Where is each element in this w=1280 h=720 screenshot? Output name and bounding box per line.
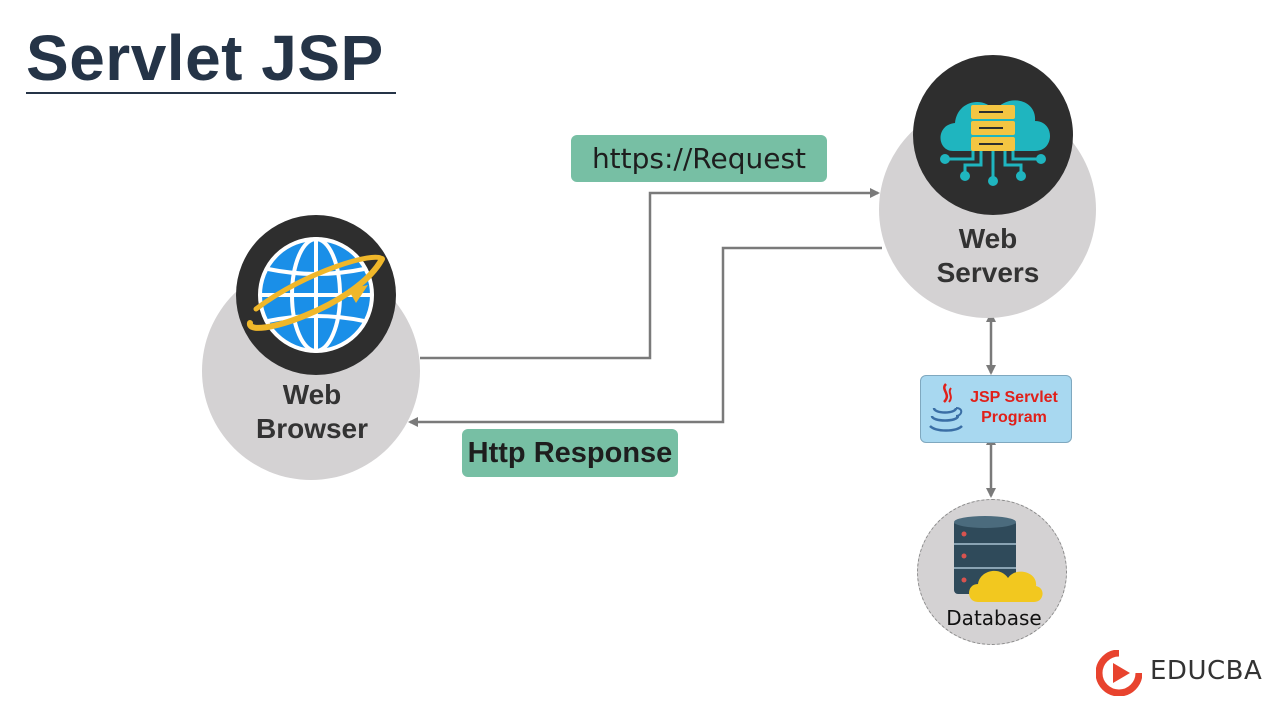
globe-icon: [236, 215, 396, 375]
title-underline: [26, 92, 396, 94]
request-label: https://Request: [571, 135, 827, 182]
web-browser-label-line2: Browser: [255, 413, 369, 444]
program-label-line1: JSP Servlet: [970, 389, 1058, 406]
java-icon: [926, 380, 966, 436]
request-connector: [420, 188, 880, 360]
web-servers-label: Web Servers: [908, 222, 1068, 290]
educba-logo-icon: [1095, 649, 1143, 697]
cloud-server-icon: [913, 55, 1073, 215]
response-connector: [408, 246, 882, 427]
educba-logo-text: EDUCBA: [1150, 656, 1263, 686]
program-label-line2: Program: [981, 409, 1047, 426]
web-browser-label: Web Browser: [232, 378, 392, 446]
page-title: Servlet JSP: [26, 22, 384, 94]
jsp-servlet-program-label: JSP Servlet Program: [958, 388, 1070, 428]
response-label: Http Response: [462, 429, 678, 477]
web-servers-label-line1: Web: [958, 223, 1018, 254]
database-cloud-icon: [948, 514, 1044, 606]
database-label: Database: [946, 606, 1042, 630]
web-servers-label-line2: Servers: [936, 257, 1040, 288]
web-browser-label-line1: Web: [282, 379, 342, 410]
